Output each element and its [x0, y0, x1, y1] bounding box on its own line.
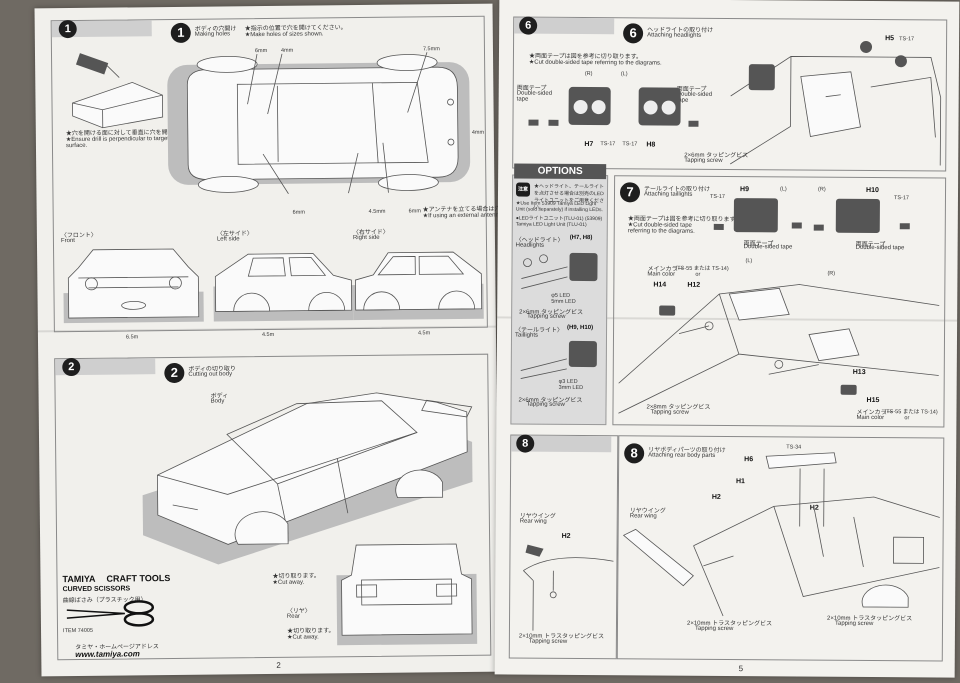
rear-wing-label-en: Rear wing [519, 518, 547, 525]
step-2-header-number: 2 [62, 357, 81, 377]
right-hole-label: 4.5m [417, 330, 431, 337]
main-color-2-or: or [904, 415, 910, 422]
drill-illustration [72, 53, 164, 129]
step-6-header-number: 6 [519, 16, 538, 35]
craft-tools-label: CRAFT TOOLS [106, 573, 171, 584]
page-number-left: 2 [276, 660, 281, 670]
led-taillight-diagram [520, 340, 597, 379]
rear-wing-side-diagram [523, 544, 614, 631]
options-screw-1-en: Tapping screw [527, 313, 566, 320]
taillight-r-label: (R) [818, 186, 826, 193]
car-top-view-diagram [167, 52, 471, 194]
cut-note-en: ★Cut away. [272, 579, 305, 586]
paint-ts17-h8: TS-17 [622, 141, 638, 148]
options-note-en-2: ●LEDライトユニット(TLU-01) (53909) Tamiya LED L… [515, 215, 603, 229]
page-number-right: 5 [738, 664, 744, 674]
main-color-2-ref: (TS-55 または TS-14) [884, 409, 938, 416]
scissors-icon [66, 600, 155, 627]
car-body-cutout-diagram [142, 392, 473, 565]
tool-name: CURVED SCISSORS [62, 585, 131, 594]
front-hole-label: 6.5m [125, 334, 139, 341]
left-hole-label: 4.5m [261, 331, 275, 339]
instruction-page-5: 6 6 ヘッドライトの取り付け Attaching headlights ★両面… [494, 0, 960, 678]
hole-label-6: 6mm [408, 208, 421, 215]
taillight-parts-diagram [713, 198, 910, 234]
car-right-side-diagram [353, 251, 484, 321]
part-h8: H8 [646, 141, 656, 149]
hole-label-3: 7.5mm [422, 46, 440, 53]
headlight-parts-diagram [528, 86, 699, 127]
left-side-label-en: Left side [216, 236, 240, 243]
options-screw-2-en: Tapping screw [526, 401, 565, 408]
step-1-note-en: ★Make holes of sizes shown. [244, 31, 324, 39]
step-1-title-en: Making holes [194, 31, 231, 38]
front-label-en: Front [60, 238, 75, 245]
part-h7: H7 [584, 140, 594, 149]
step-6-number: 6 [623, 23, 644, 44]
rear-body-parts-diagram [622, 452, 940, 617]
tape-label-7-en: Double-sided tape [743, 244, 793, 251]
step-6-note-en: ★Cut double-sided tape referring to the … [528, 59, 662, 67]
car-rear-taillight-diagram [618, 284, 940, 414]
taillight-l-label: (L) [780, 186, 787, 193]
step-7-number: 7 [619, 182, 641, 203]
hole-label-2: 4mm [280, 47, 294, 54]
main-color-2-en: Main color [856, 414, 885, 422]
caution-badge: 注意 [515, 182, 531, 197]
right-side-label-en: Right side [352, 234, 380, 242]
hole-label-7: 6mm [292, 209, 305, 216]
car-front-view-diagram [63, 248, 204, 324]
screw-label-8c-en: Tapping screw [834, 620, 874, 628]
tamiya-brand: TAMIYA [62, 573, 96, 585]
led-3mm-label-en: 3mm LED [558, 384, 584, 391]
screw-label-8b-en: Tapping screw [694, 625, 734, 633]
hole-label-1: 6mm [254, 47, 268, 55]
step-8-header-number: 8 [516, 434, 535, 453]
options-taillights-parts: (H9, H10) [567, 324, 594, 332]
car-front-headlight-diagram [730, 40, 942, 166]
part-h13: H13 [852, 368, 866, 376]
cut-note-2-en: ★Cut away. [287, 634, 319, 641]
rear-label-en: Rear [286, 613, 300, 620]
car-rear-view-diagram [336, 543, 478, 646]
step-6-title-en: Attaching headlights [647, 32, 702, 39]
step-1-header-number: 1 [58, 19, 77, 39]
car-left-side-diagram [213, 253, 354, 322]
step-7-title-en: Attaching taillights [643, 191, 693, 198]
part-h10: H10 [866, 186, 879, 195]
instruction-page-2: 1 1 ボディの穴開け Making holes ★指示の位置で穴を開けてくださ… [34, 3, 540, 677]
tamiya-url: www.tamiya.com [75, 649, 140, 660]
led-5mm-label-en: 5mm LED [551, 298, 576, 305]
drill-note-en: ★Ensure drill is perpendicular to target… [65, 136, 170, 150]
step-7-note-en: ★Cut double-sided tape referring to the … [627, 222, 695, 235]
step-1-number: 1 [170, 22, 191, 43]
tape-label-8-en: Double-sided tape [855, 244, 905, 252]
part-h9: H9 [740, 186, 750, 194]
screw-label-6-en: Tapping screw [684, 157, 723, 164]
hole-label-4: 4mm [471, 129, 485, 136]
options-headlights-parts: (H7, H8) [569, 234, 593, 242]
led-headlight-diagram [521, 252, 598, 289]
options-title: OPTIONS [514, 163, 607, 180]
part-h15: H15 [866, 396, 880, 405]
hole-label-5: 4.5mm [368, 208, 386, 215]
tool-item-number: ITEM 74005 [63, 627, 94, 635]
options-note-en-1: ★Use Item 53909 Tamiya LED Light Unit (s… [515, 200, 603, 214]
screw-label-7-en: Tapping screw [650, 409, 689, 416]
screw-label-8a-en: Tapping screw [528, 638, 568, 645]
paint-ts17-h7: TS-17 [600, 141, 616, 148]
